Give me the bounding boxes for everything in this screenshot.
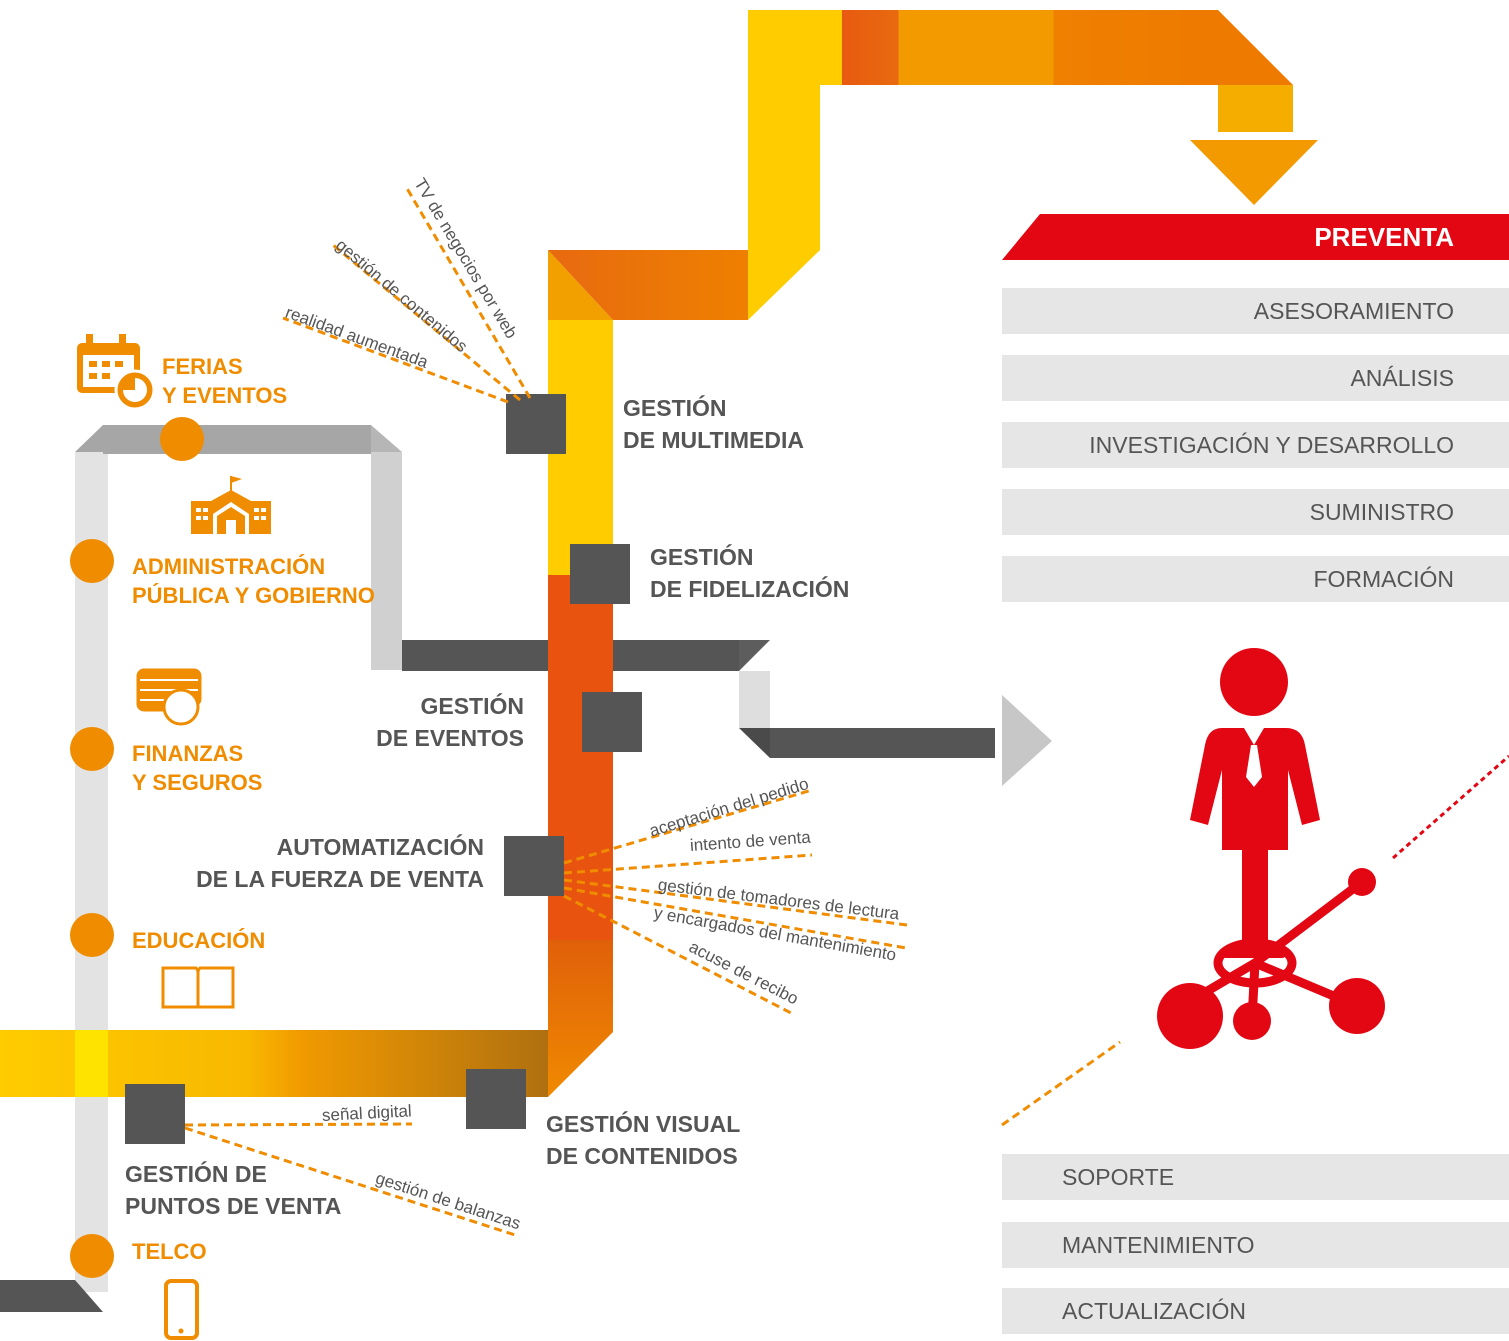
- posventa-item-actualizacion: ACTUALIZACIÓN: [1002, 1288, 1509, 1334]
- bottom-band: [0, 940, 613, 1097]
- sector-telco-label: TELCO: [132, 1239, 207, 1264]
- preventa-item-analisis: ANÁLISIS: [1002, 355, 1509, 401]
- preventa-item-suministro: SUMINISTRO: [1002, 489, 1509, 535]
- government-building-icon: [191, 476, 271, 534]
- top-band: [748, 10, 1318, 320]
- preventa-item-formacion: FORMACIÓN: [1002, 556, 1509, 602]
- preventa-header-bar: [1002, 214, 1509, 260]
- preventa-title: PREVENTA: [1314, 222, 1454, 252]
- red-dotted-line: [1392, 754, 1509, 860]
- smartphone-icon: [164, 1279, 199, 1340]
- coins-icon: [136, 668, 202, 726]
- businessman-network-icon: [1157, 648, 1385, 1049]
- posventa-item-mantenimiento: MANTENIMIENTO: [1002, 1222, 1509, 1268]
- preventa-item-asesoramiento: ASESORAMIENTO: [1002, 288, 1509, 334]
- node-squares: [125, 394, 642, 1144]
- left-rail: [75, 425, 402, 1292]
- posventa-item-soporte: SOPORTE: [1002, 1154, 1509, 1200]
- sector-educacion-label: EDUCACIÓN: [132, 928, 266, 953]
- bottom-arm: [0, 1280, 103, 1312]
- preventa-item-investigacion: INVESTIGACIÓN Y DESARROLLO: [1002, 422, 1509, 468]
- book-icon: [161, 966, 235, 1009]
- main-spine: [548, 250, 748, 940]
- sector-dots: [70, 417, 204, 1278]
- calendar-icon: [77, 334, 156, 411]
- dashed-rays: [184, 184, 1121, 1237]
